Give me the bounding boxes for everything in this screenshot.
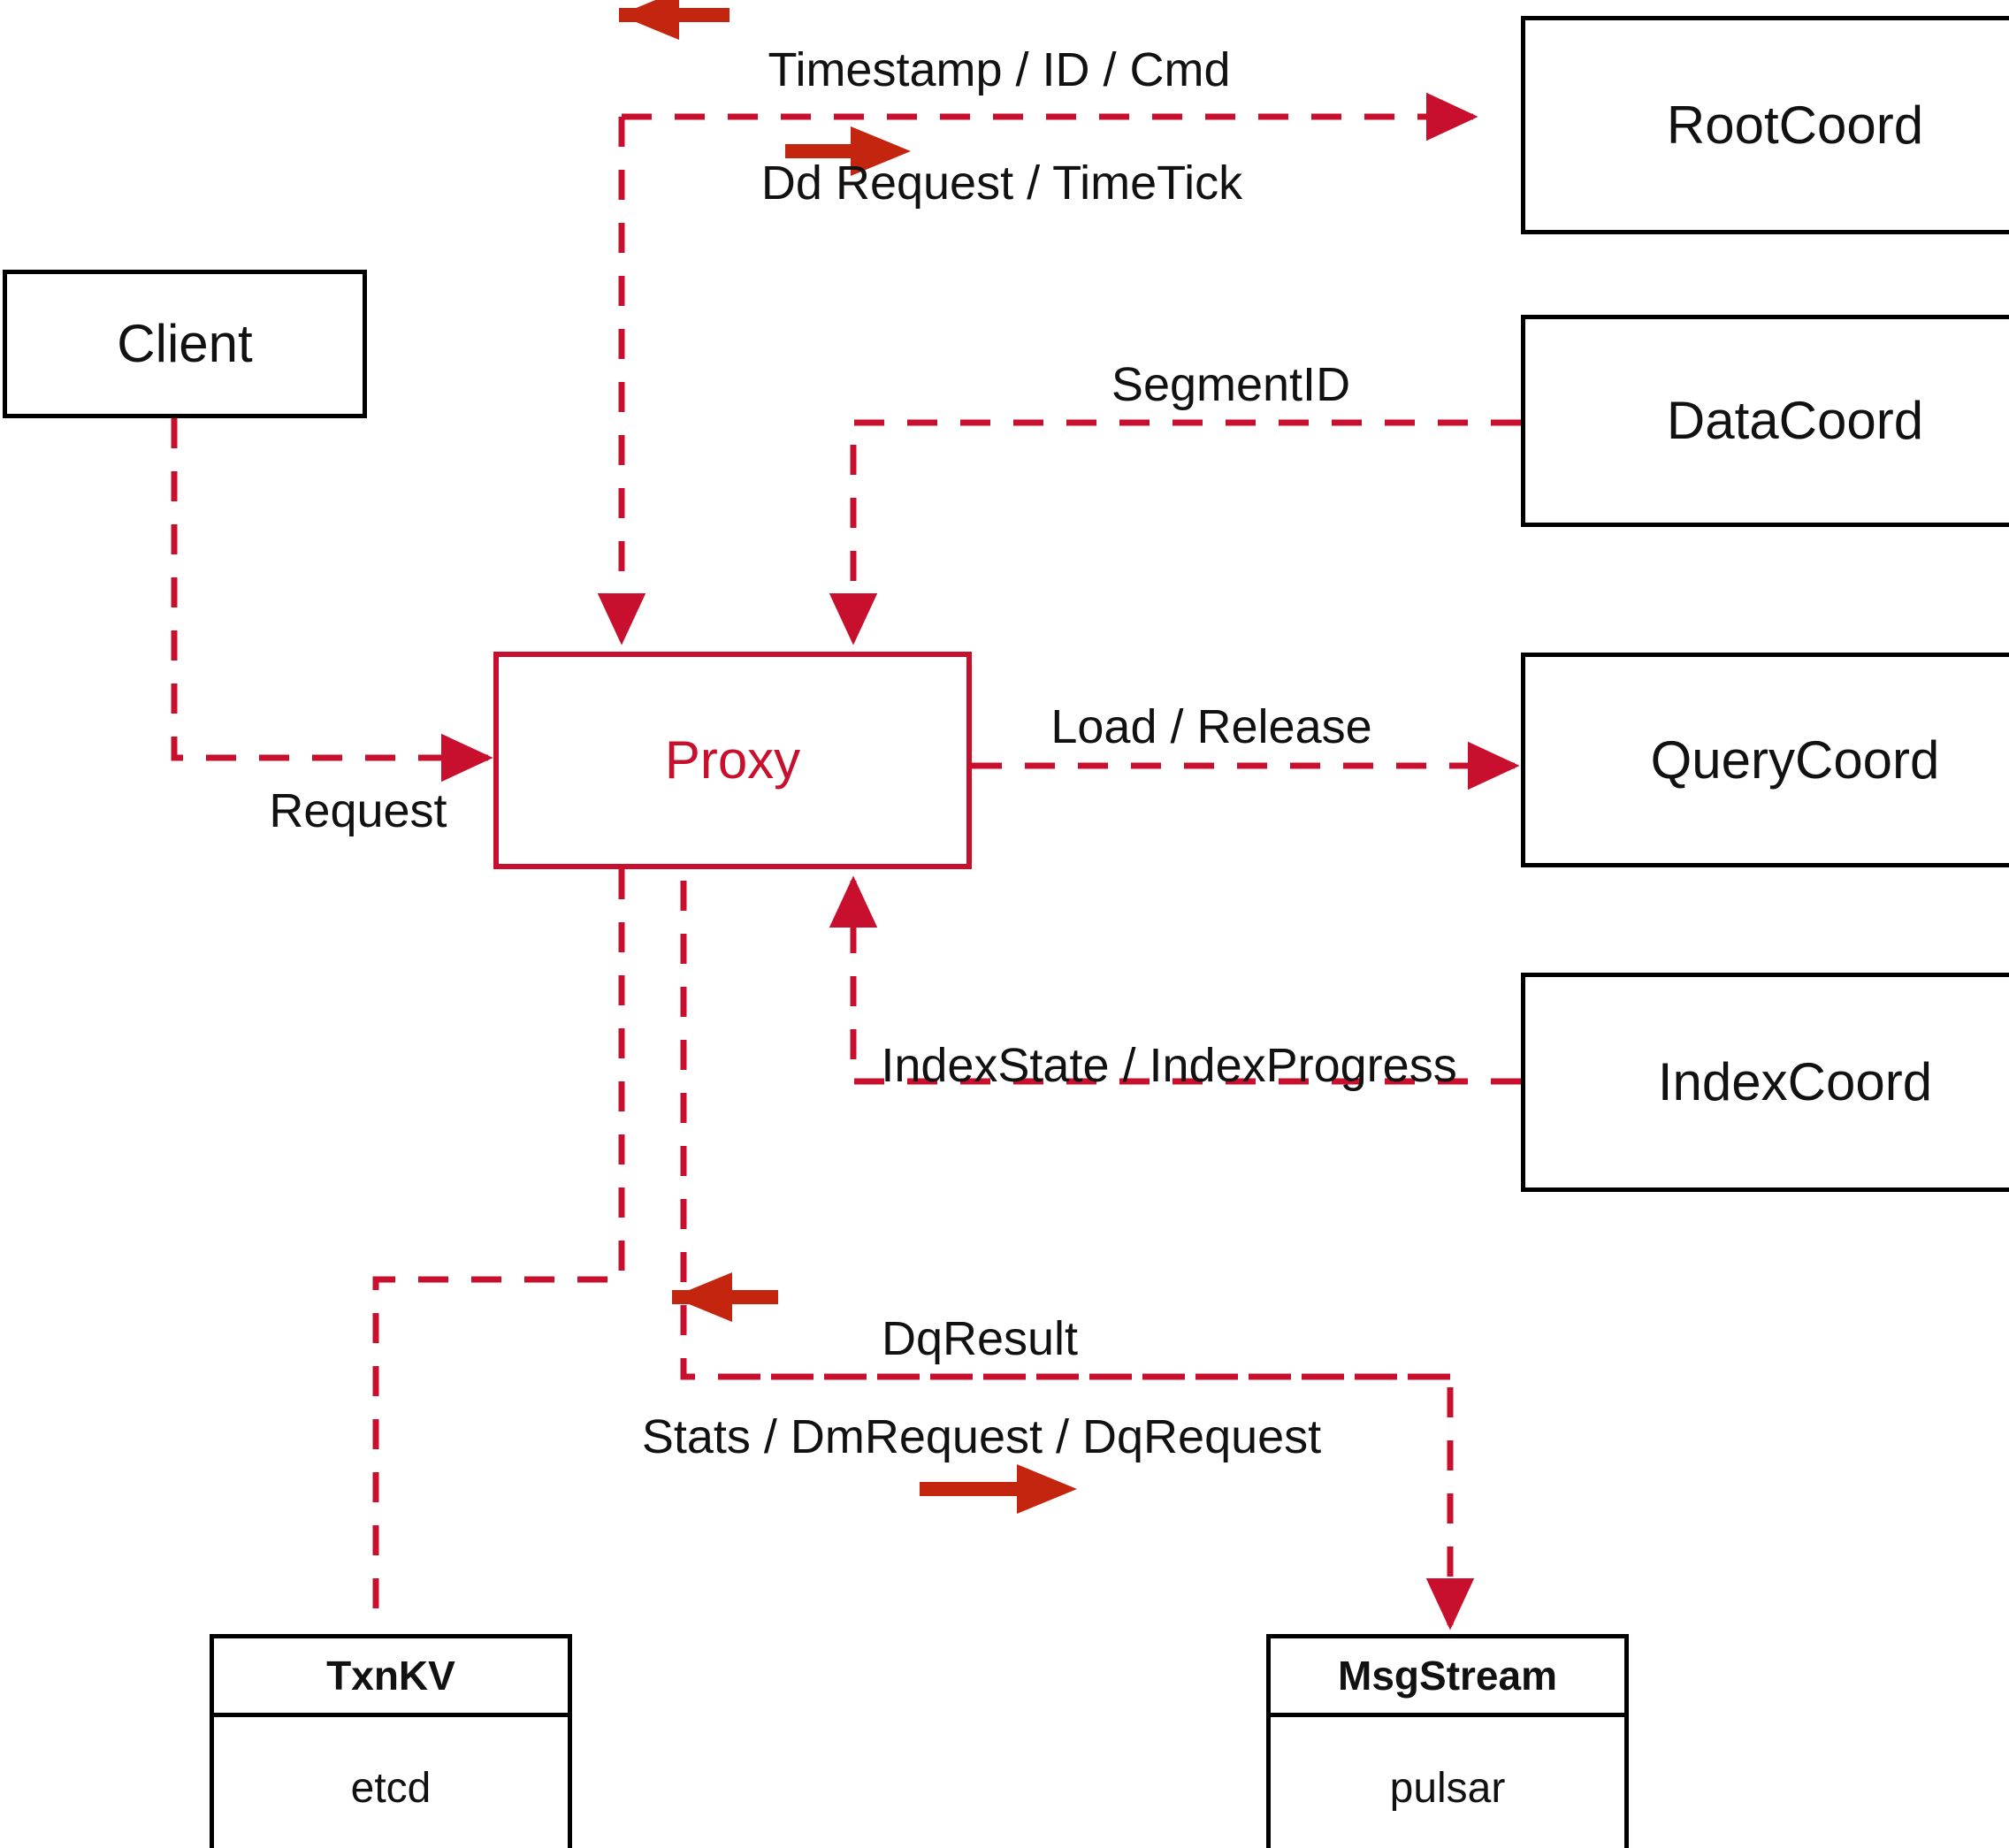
node-client[interactable]: Client	[3, 270, 367, 418]
direction-arrow-right-top	[785, 126, 911, 176]
direction-arrow-right-bottom	[920, 1464, 1077, 1514]
node-querycoord-label: QueryCoord	[1650, 729, 1940, 790]
node-msgstream-body: pulsar	[1389, 1765, 1506, 1812]
node-datacoord[interactable]: DataCoord	[1521, 315, 2009, 527]
edge-proxy-to-txnkv	[372, 869, 625, 1631]
edge-label-request: Request	[269, 784, 447, 837]
node-txnkv-header: TxnKV	[214, 1638, 568, 1717]
node-proxy-label: Proxy	[664, 730, 801, 790]
direction-arrow-left-top	[619, 0, 730, 40]
edge-label-stats-dm-dq-request: Stats / DmRequest / DqRequest	[641, 1410, 1322, 1463]
node-client-label: Client	[117, 314, 253, 373]
node-rootcoord-label: RootCoord	[1666, 95, 1924, 155]
edge-label-index-state-progress: IndexState / IndexProgress	[881, 1039, 1457, 1092]
direction-arrow-group	[619, 0, 1077, 1514]
edge-label-timestamp-id-cmd: Timestamp / ID / Cmd	[768, 43, 1231, 96]
direction-arrow-left-bottom	[672, 1272, 778, 1322]
edge-proxy-to-msgstream	[680, 881, 1475, 1630]
edge-label-load-release: Load / Release	[1050, 700, 1372, 753]
node-msgstream[interactable]: MsgStream pulsar	[1266, 1634, 1629, 1848]
node-querycoord[interactable]: QueryCoord	[1521, 653, 2009, 867]
node-datacoord-label: DataCoord	[1666, 391, 1924, 450]
node-indexcoord[interactable]: IndexCoord	[1521, 973, 2009, 1192]
node-txnkv[interactable]: TxnKV etcd	[210, 1634, 572, 1848]
edge-label-dq-result: DqResult	[881, 1312, 1079, 1365]
edge-datacoord-to-proxy	[829, 419, 1521, 645]
edge-label-segment-id: SegmentID	[1111, 358, 1351, 411]
edge-indexcoord-to-proxy	[829, 875, 1521, 1085]
node-msgstream-header: MsgStream	[1271, 1638, 1624, 1717]
node-proxy[interactable]: Proxy	[493, 652, 972, 869]
edge-label-dd-request-timetick: Dd Request / TimeTick	[760, 157, 1243, 210]
node-txnkv-body: etcd	[350, 1765, 432, 1812]
node-indexcoord-label: IndexCoord	[1657, 1052, 1933, 1111]
node-rootcoord[interactable]: RootCoord	[1521, 16, 2009, 234]
edge-client-to-proxy	[171, 418, 493, 783]
